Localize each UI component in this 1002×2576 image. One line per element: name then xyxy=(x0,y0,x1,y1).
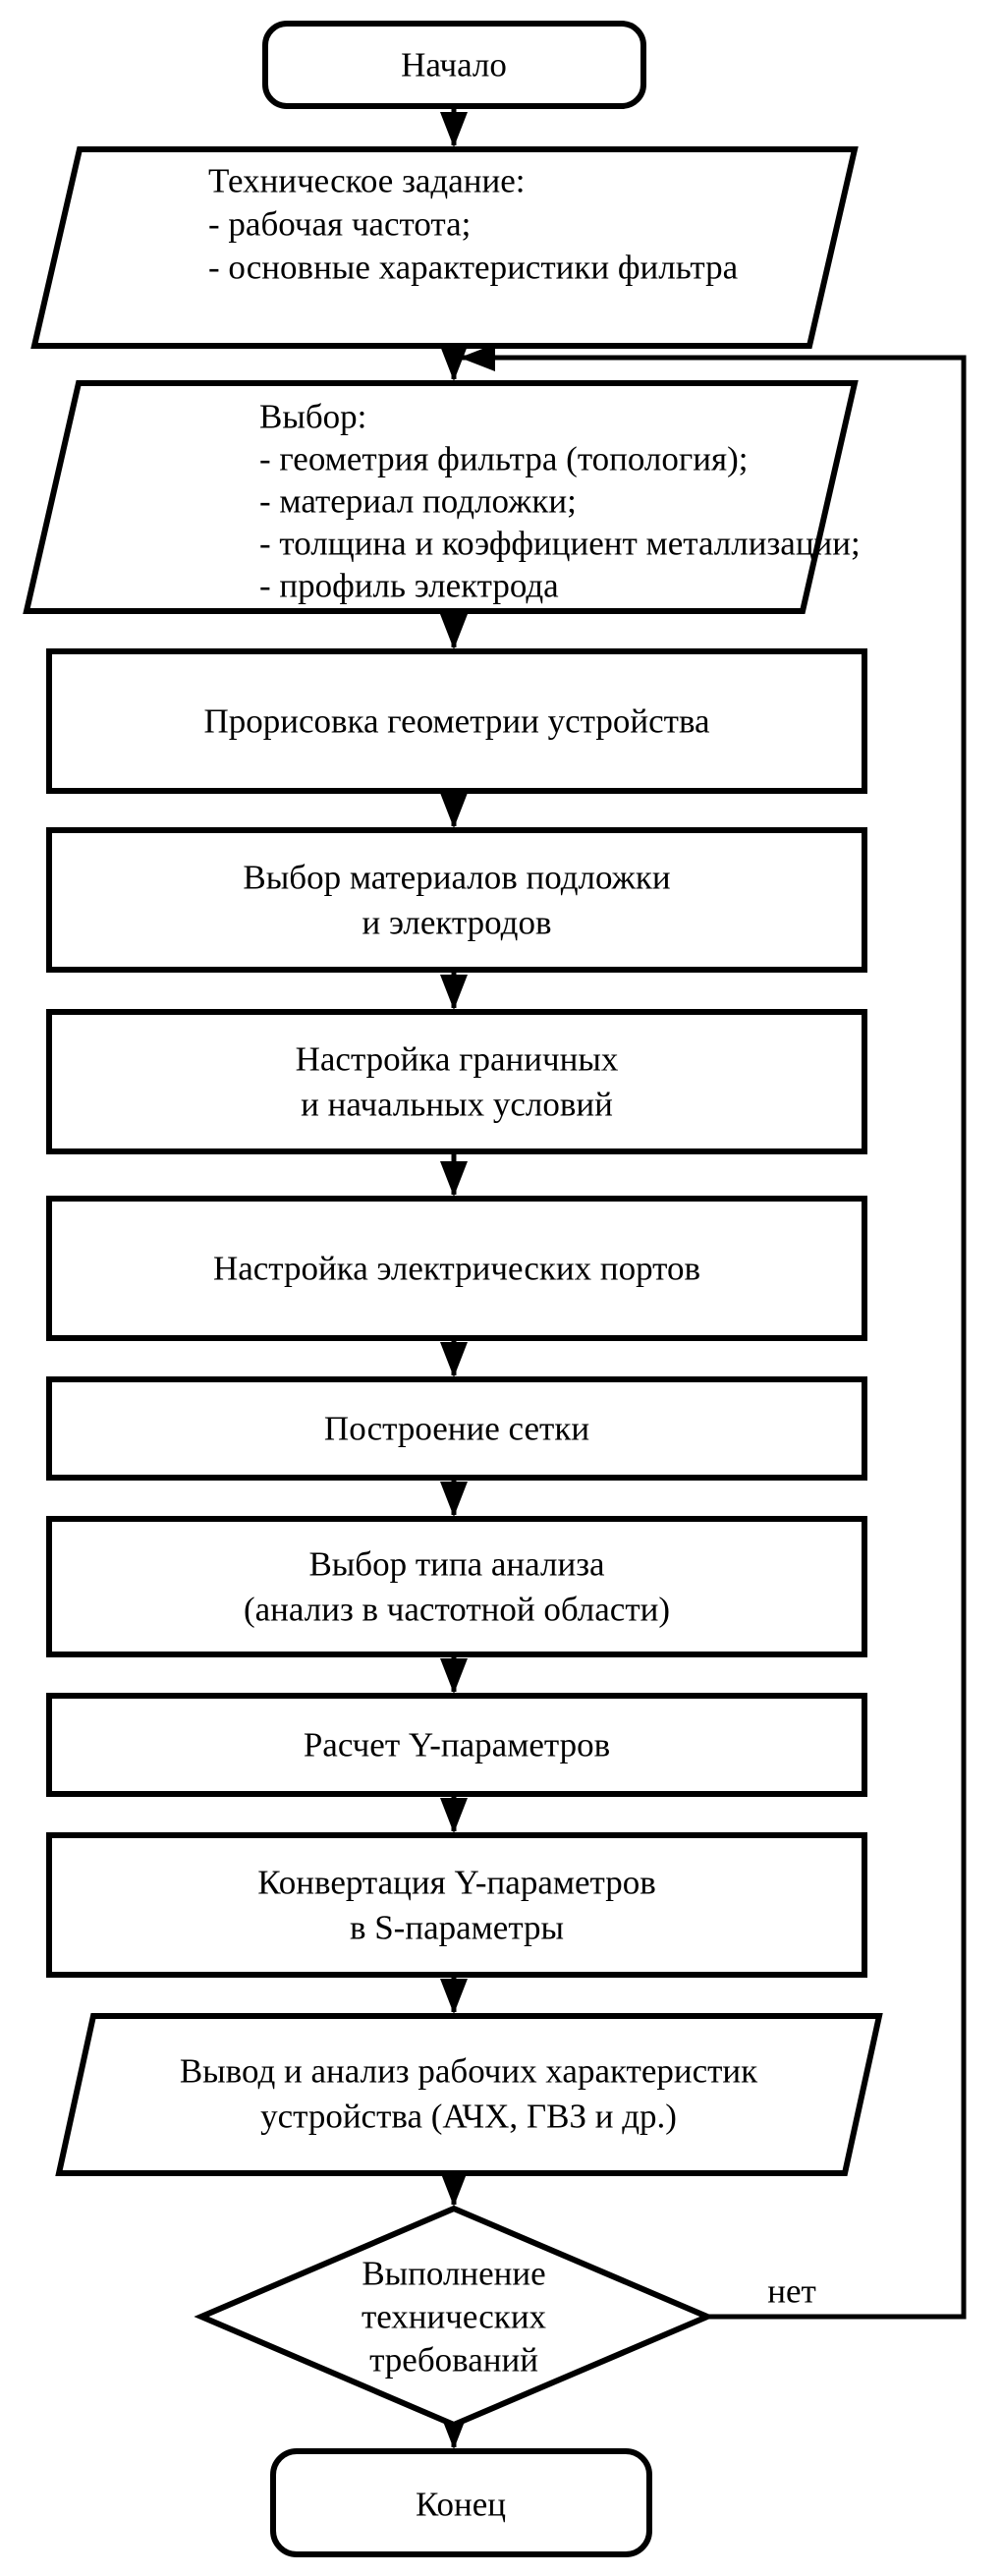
analysis-type-line-2: (анализ в частотной области) xyxy=(244,1591,670,1629)
boundary-conditions-line-1: Настройка граничных xyxy=(296,1040,619,1079)
end-terminator-shape xyxy=(270,2448,652,2557)
analysis-type-process-shape xyxy=(46,1516,867,1657)
y-params-process-shape xyxy=(46,1693,867,1797)
output-analysis-io-shape xyxy=(55,2013,883,2176)
draw-geometry-label: Прорисовка геометрии устройства xyxy=(203,702,710,741)
select-params-line-2: - геометрия фильтра (топология); xyxy=(259,440,748,478)
spec-line-1: Техническое задание: xyxy=(208,162,526,200)
draw-geometry-process-shape xyxy=(46,648,867,794)
mesh-label: Построение сетки xyxy=(324,1410,589,1448)
node-select-materials: Выбор материалов подложки и электродов xyxy=(46,827,867,973)
select-materials-process-shape xyxy=(46,827,867,973)
decision-line-1: Выполнение xyxy=(362,2255,545,2293)
convert-params-line-2: в S-параметры xyxy=(350,1909,564,1947)
node-mesh: Построение сетки xyxy=(46,1376,867,1481)
end-label: Конец xyxy=(416,2486,506,2524)
electric-ports-process-shape xyxy=(46,1196,867,1341)
node-draw-geometry: Прорисовка геометрии устройства xyxy=(46,648,867,794)
node-end: Конец xyxy=(270,2448,652,2557)
feedback-loop-no-path xyxy=(460,344,967,2320)
flow-connectors xyxy=(440,106,967,2449)
node-analysis-type: Выбор типа анализа (анализ в частотной о… xyxy=(46,1516,867,1657)
edge-label-no: нет xyxy=(767,2272,816,2311)
boundary-conditions-line-2: и начальных условий xyxy=(301,1086,613,1124)
boundary-conditions-process-shape xyxy=(46,1009,867,1154)
node-output-analysis: Вывод и анализ рабочих характеристик уст… xyxy=(55,2013,883,2176)
output-analysis-line-2: устройства (АЧХ, ГВЗ и др.) xyxy=(260,2098,677,2136)
start-terminator-shape xyxy=(262,21,646,109)
node-convert-params: Конвертация Y-параметров в S-параметры xyxy=(46,1832,867,1978)
spec-line-2: - рабочая частота; xyxy=(208,205,471,244)
node-y-params: Расчет Y-параметров xyxy=(46,1693,867,1797)
spec-line-3: - основные характеристики фильтра xyxy=(208,249,739,287)
decision-line-3: требований xyxy=(369,2341,538,2380)
select-materials-line-1: Выбор материалов подложки xyxy=(243,859,670,897)
select-materials-line-2: и электродов xyxy=(362,904,552,942)
node-select-params: Выбор: - геометрия фильтра (топология); … xyxy=(23,380,861,614)
decision-line-2: технических xyxy=(362,2298,547,2336)
analysis-type-line-1: Выбор типа анализа xyxy=(308,1545,605,1584)
node-spec: Техническое задание: - рабочая частота; … xyxy=(30,146,859,349)
select-params-io-shape xyxy=(23,380,859,614)
select-params-line-5: - профиль электрода xyxy=(259,567,559,605)
select-params-line-4: - толщина и коэффициент металлизации; xyxy=(259,525,861,563)
node-decision: Выполнение технических требований xyxy=(194,2205,715,2429)
output-analysis-line-1: Вывод и анализ рабочих характеристик xyxy=(180,2052,758,2091)
node-start: Начало xyxy=(262,21,646,109)
convert-params-process-shape xyxy=(46,1832,867,1978)
select-params-line-3: - материал подложки; xyxy=(259,482,577,521)
start-label: Начало xyxy=(401,46,507,84)
node-electric-ports: Настройка электрических портов xyxy=(46,1196,867,1341)
convert-params-line-1: Конвертация Y-параметров xyxy=(257,1864,656,1902)
decision-diamond-shape xyxy=(194,2205,715,2429)
select-params-line-1: Выбор: xyxy=(259,398,366,436)
electric-ports-label: Настройка электрических портов xyxy=(213,1250,700,1288)
node-boundary-conditions: Настройка граничных и начальных условий xyxy=(46,1009,867,1154)
mesh-process-shape xyxy=(46,1376,867,1481)
spec-io-shape xyxy=(30,146,859,349)
y-params-label: Расчет Y-параметров xyxy=(304,1726,610,1764)
